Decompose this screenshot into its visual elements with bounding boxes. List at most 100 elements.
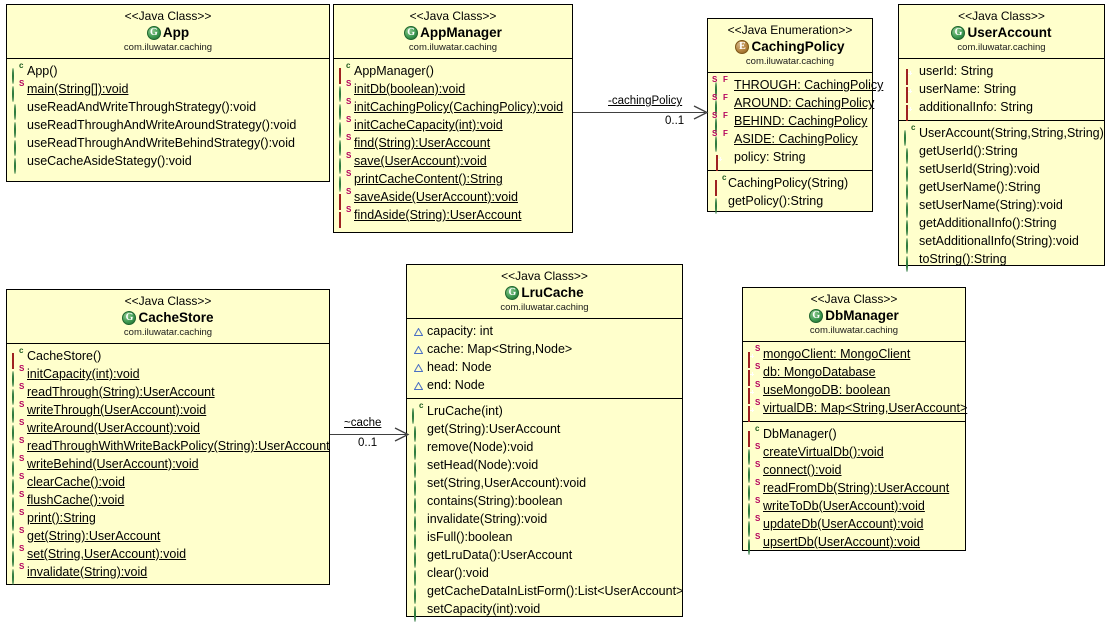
member-label: print():String: [27, 511, 96, 525]
class-box-cachingpolicy[interactable]: <<Java Enumeration>> E CachingPolicy com…: [707, 18, 883, 214]
class-title-useraccount: G UserAccount: [905, 24, 1098, 41]
member-row[interactable]: S createVirtualDb():void: [747, 443, 962, 465]
member-row[interactable]: setUserId(String):void: [903, 160, 1101, 182]
public-method-icon: [903, 160, 918, 182]
member-row[interactable]: S mongoClient: MongoClient: [747, 345, 962, 368]
member-row[interactable]: S clearCache():void: [11, 473, 326, 495]
member-row[interactable]: S main(String[]):void: [11, 80, 326, 102]
member-row[interactable]: remove(Node):void: [411, 438, 679, 460]
member-row[interactable]: useReadAndWriteThroughStrategy():void: [11, 98, 326, 120]
member-label: writeAround(UserAccount):void: [27, 421, 200, 435]
member-row[interactable]: S writeThrough(UserAccount):void: [11, 401, 326, 423]
member-row[interactable]: contains(String):boolean: [411, 492, 679, 514]
member-row[interactable]: c LruCache(int): [411, 402, 679, 424]
member-row[interactable]: setUserName(String):void: [903, 196, 1101, 218]
member-label: THROUGH: CachingPolicy: [734, 78, 884, 92]
member-row[interactable]: c DbManager(): [747, 425, 962, 447]
member-label: mongoClient: MongoClient: [763, 347, 911, 361]
member-row[interactable]: S printCacheContent():String: [338, 170, 569, 192]
member-row[interactable]: getLruData():UserAccount: [411, 546, 679, 568]
member-row[interactable]: S writeBehind(UserAccount):void: [11, 455, 326, 477]
member-label: capacity: int: [427, 324, 494, 338]
member-row[interactable]: S print():String: [11, 509, 326, 531]
member-row[interactable]: useCacheAsideStategy():void: [11, 152, 326, 174]
member-label: updateDb(UserAccount):void: [763, 517, 924, 531]
member-row[interactable]: S useMongoDB: boolean: [747, 381, 962, 404]
member-row[interactable]: setAdditionalInfo(String):void: [903, 232, 1101, 254]
member-row[interactable]: set(String,UserAccount):void: [411, 474, 679, 496]
member-row[interactable]: S readThrough(String):UserAccount: [11, 383, 326, 405]
member-row[interactable]: invalidate(String):void: [411, 510, 679, 532]
member-row[interactable]: getUserId():String: [903, 142, 1101, 164]
class-box-appmanager[interactable]: <<Java Class>> G AppManager com.iluwatar…: [333, 4, 573, 233]
member-row[interactable]: setCapacity(int):void: [411, 600, 679, 622]
member-row[interactable]: S set(String,UserAccount):void: [11, 545, 326, 567]
member-row[interactable]: userName: String: [903, 80, 1101, 103]
member-row[interactable]: S initCapacity(int):void: [11, 365, 326, 387]
member-row[interactable]: c UserAccount(String,String,String): [903, 124, 1104, 146]
member-row[interactable]: getCacheDataInListForm():List<UserAccoun…: [411, 582, 683, 604]
member-row[interactable]: c App(): [11, 62, 326, 84]
member-row[interactable]: clear():void: [411, 564, 679, 586]
private-static-field-icon: S: [747, 399, 762, 422]
member-row[interactable]: c CacheStore(): [11, 347, 326, 369]
member-row[interactable]: getAdditionalInfo():String: [903, 214, 1101, 236]
member-label: get(String):UserAccount: [427, 422, 561, 436]
member-row[interactable]: S connect():void: [747, 461, 962, 483]
member-row[interactable]: S save(UserAccount):void: [338, 152, 569, 174]
class-box-cachestore[interactable]: <<Java Class>> G CacheStore com.iluwatar…: [6, 289, 330, 585]
member-row[interactable]: setHead(Node):void: [411, 456, 679, 478]
member-row[interactable]: S invalidate(String):void: [11, 563, 326, 585]
class-box-app[interactable]: <<Java Class>> G App com.iluwatar.cachin…: [6, 4, 330, 182]
member-row[interactable]: S initDb(boolean):void: [338, 80, 569, 102]
public-method-icon: [411, 528, 426, 550]
member-row[interactable]: get(String):UserAccount: [411, 420, 679, 442]
member-row[interactable]: S readFromDb(String):UserAccount: [747, 479, 962, 501]
member-row[interactable]: S virtualDB: Map<String,UserAccount>: [747, 399, 967, 422]
public-method-icon: [903, 250, 918, 272]
member-row[interactable]: capacity: int: [411, 322, 679, 340]
public-static-method-icon: S: [11, 491, 26, 513]
member-row[interactable]: toString():String: [903, 250, 1101, 272]
member-row[interactable]: isFull():boolean: [411, 528, 679, 550]
member-row[interactable]: getUserName():String: [903, 178, 1101, 200]
member-label: set(String,UserAccount):void: [27, 547, 187, 561]
member-row[interactable]: cache: Map<String,Node>: [411, 340, 679, 358]
member-row[interactable]: policy: String: [712, 148, 869, 171]
association-cachingpolicy[interactable]: -cachingPolicy 0..1: [573, 90, 709, 132]
member-row[interactable]: S get(String):UserAccount: [11, 527, 326, 549]
member-row[interactable]: S flushCache():void: [11, 491, 326, 513]
public-static-method-icon: S: [747, 461, 762, 483]
member-row[interactable]: additionalInfo: String: [903, 98, 1101, 121]
member-row[interactable]: S saveAside(UserAccount):void: [338, 188, 569, 210]
member-row[interactable]: head: Node: [411, 358, 679, 376]
member-row[interactable]: S writeAround(UserAccount):void: [11, 419, 326, 441]
member-row[interactable]: S writeToDb(UserAccount):void: [747, 497, 962, 519]
member-row[interactable]: S updateDb(UserAccount):void: [747, 515, 962, 537]
member-row[interactable]: S db: MongoDatabase: [747, 363, 962, 386]
member-row[interactable]: useReadThroughAndWriteBehindStrategy():v…: [11, 134, 326, 156]
member-row[interactable]: S find(String):UserAccount: [338, 134, 569, 156]
class-box-lrucache[interactable]: <<Java Class>> G LruCache com.iluwatar.c…: [406, 264, 683, 622]
member-row[interactable]: end: Node: [411, 376, 679, 394]
member-row[interactable]: S findAside(String):UserAccount: [338, 206, 569, 228]
member-row[interactable]: S upsertDb(UserAccount):void: [747, 533, 962, 555]
member-row[interactable]: S initCacheCapacity(int):void: [338, 116, 569, 138]
class-header-dbmanager: <<Java Class>> G DbManager com.iluwatar.…: [743, 288, 965, 342]
class-box-useraccount[interactable]: <<Java Class>> G UserAccount com.iluwata…: [898, 4, 1105, 272]
class-box-dbmanager[interactable]: <<Java Class>> G DbManager com.iluwatar.…: [742, 287, 967, 555]
member-row[interactable]: S initCachingPolicy(CachingPolicy):void: [338, 98, 569, 120]
member-row[interactable]: useReadThroughAndWriteAroundStrategy():v…: [11, 116, 326, 138]
member-row[interactable]: userId: String: [903, 62, 1101, 85]
member-label: AppManager(): [354, 64, 434, 78]
member-row[interactable]: c CachingPolicy(String): [712, 174, 869, 196]
association-cache[interactable]: ~cache 0..1: [330, 410, 412, 454]
member-row[interactable]: c AppManager(): [338, 62, 569, 84]
member-row[interactable]: S readThroughWithWriteBackPolicy(String)…: [11, 437, 330, 459]
member-row[interactable]: getPolicy():String: [712, 192, 869, 214]
open-arrowhead-icon: [394, 427, 410, 442]
